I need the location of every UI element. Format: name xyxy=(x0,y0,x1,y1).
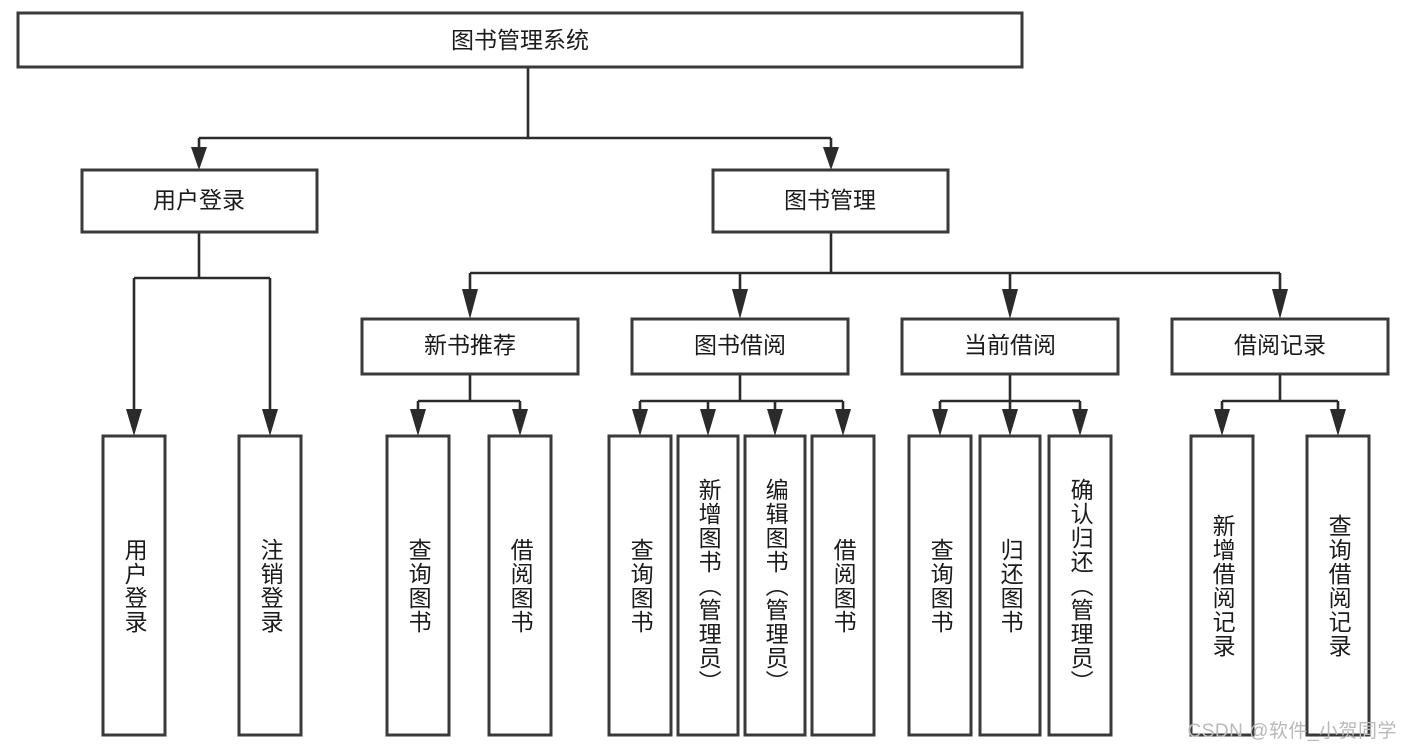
arrow-bm-to-current-borrow xyxy=(1002,289,1018,319)
arrow-cb-leaf-3 xyxy=(1072,409,1088,436)
arrow-br-leaf-2 xyxy=(1330,409,1346,436)
node-leaf-add-record[interactable] xyxy=(1189,434,1255,737)
arrow-bb-leaf-1 xyxy=(632,409,648,436)
arrow-bm-to-borrow-record xyxy=(1272,289,1288,319)
node-book-manage[interactable] xyxy=(711,168,950,234)
node-leaf-return-book[interactable] xyxy=(978,434,1042,737)
node-current-borrow[interactable] xyxy=(900,317,1120,376)
node-leaf-edit-book[interactable] xyxy=(743,434,807,737)
node-user-login-label: 用户登录 xyxy=(153,187,245,213)
arrow-bb-leaf-3 xyxy=(767,409,783,436)
node-book-borrow[interactable] xyxy=(630,317,850,376)
watermark: CSDN @软件_小贺同学 xyxy=(1187,721,1397,742)
arrow-newbook-leaf-1 xyxy=(410,409,426,436)
node-user-login[interactable] xyxy=(80,168,319,234)
node-leaf-query-book-1[interactable] xyxy=(385,434,451,737)
node-leaf-user-logout[interactable] xyxy=(237,434,303,737)
arrow-newbook-leaf-2 xyxy=(512,409,528,436)
arrow-user-login-leaf-2 xyxy=(262,409,278,436)
node-leaf-borrow-book-2[interactable] xyxy=(810,434,876,737)
node-new-book-recommend[interactable] xyxy=(360,317,580,376)
connector-layer xyxy=(126,67,1346,436)
node-leaf-query-book-2[interactable] xyxy=(607,434,673,737)
node-root[interactable] xyxy=(16,11,1024,69)
node-leaf-borrow-book-1[interactable] xyxy=(487,434,553,737)
node-layer: 图书管理系统 用户登录 图书管理 新书推荐 图书借阅 当前借阅 借阅记录 xyxy=(16,11,1390,737)
arrow-bm-to-book-borrow xyxy=(732,289,748,319)
node-leaf-query-record[interactable] xyxy=(1305,434,1371,737)
arrow-bb-leaf-4 xyxy=(835,409,851,436)
node-leaf-add-book[interactable] xyxy=(676,434,740,737)
arrow-br-leaf-1 xyxy=(1214,409,1230,436)
node-leaf-confirm-return[interactable] xyxy=(1047,434,1113,737)
node-root-label: 图书管理系统 xyxy=(451,27,589,53)
node-borrow-record[interactable] xyxy=(1170,317,1390,376)
node-borrow-record-label: 借阅记录 xyxy=(1234,332,1326,358)
node-leaf-query-book-3[interactable] xyxy=(907,434,973,737)
node-book-manage-label: 图书管理 xyxy=(784,187,876,213)
arrow-cb-leaf-2 xyxy=(1002,409,1018,436)
node-book-borrow-label: 图书借阅 xyxy=(694,332,786,358)
arrow-root-to-book-manage xyxy=(823,147,839,170)
node-leaf-user-login[interactable] xyxy=(101,434,167,737)
arrow-user-login-leaf-1 xyxy=(126,409,142,436)
arrow-cb-leaf-1 xyxy=(932,409,948,436)
arrow-bb-leaf-2 xyxy=(700,409,716,436)
arrow-root-to-user-login xyxy=(191,147,207,170)
arrow-bm-to-new-book xyxy=(462,289,478,319)
node-new-book-recommend-label: 新书推荐 xyxy=(424,332,516,358)
node-current-borrow-label: 当前借阅 xyxy=(964,332,1056,358)
